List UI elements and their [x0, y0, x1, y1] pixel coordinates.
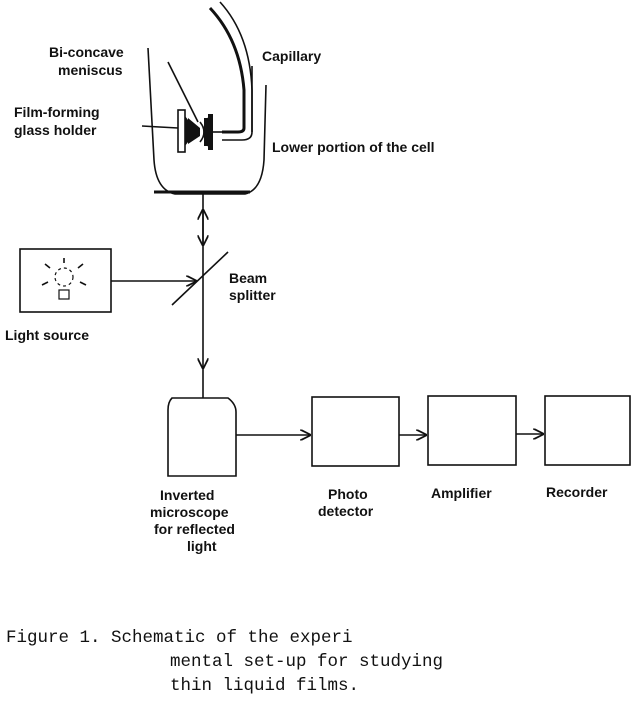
light-source [19, 248, 112, 313]
label-beam-splitter-1: Beam [229, 270, 267, 286]
caption-line-2: mental set-up for studying [170, 652, 443, 672]
recorder-box [544, 395, 631, 466]
holder-leader [141, 125, 179, 129]
photodetector-box [311, 396, 400, 467]
label-light-source: Light source [5, 327, 89, 343]
label-microscope-2: microscope [150, 504, 229, 520]
amplifier-box [427, 395, 517, 466]
label-photodetector-1: Photo [328, 486, 368, 502]
label-photodetector-2: detector [318, 503, 374, 519]
label-biconcave-1: Bi-concave [49, 44, 124, 60]
label-capillary: Capillary [262, 48, 321, 64]
label-recorder: Recorder [546, 484, 608, 500]
label-beam-splitter-2: splitter [229, 287, 276, 303]
label-microscope-3: for reflected [154, 521, 235, 537]
beam-splitter [171, 251, 229, 306]
label-amplifier: Amplifier [431, 485, 492, 501]
biconcave-leader [167, 61, 199, 123]
label-microscope-4: light [187, 538, 217, 554]
caption-line-1: Figure 1. Schematic of the experi [6, 628, 353, 648]
label-film-holder-1: Film-forming [14, 104, 100, 120]
capillary [208, 1, 253, 141]
film-holder [177, 109, 222, 153]
caption-line-3: thin liquid films. [170, 676, 359, 696]
inverted-microscope-box [167, 397, 237, 477]
label-lower-cell: Lower portion of the cell [272, 139, 435, 155]
label-biconcave-2: meniscus [58, 62, 123, 78]
cell-lower-portion [147, 47, 267, 195]
label-film-holder-2: glass holder [14, 122, 97, 138]
label-microscope-1: Inverted [160, 487, 214, 503]
